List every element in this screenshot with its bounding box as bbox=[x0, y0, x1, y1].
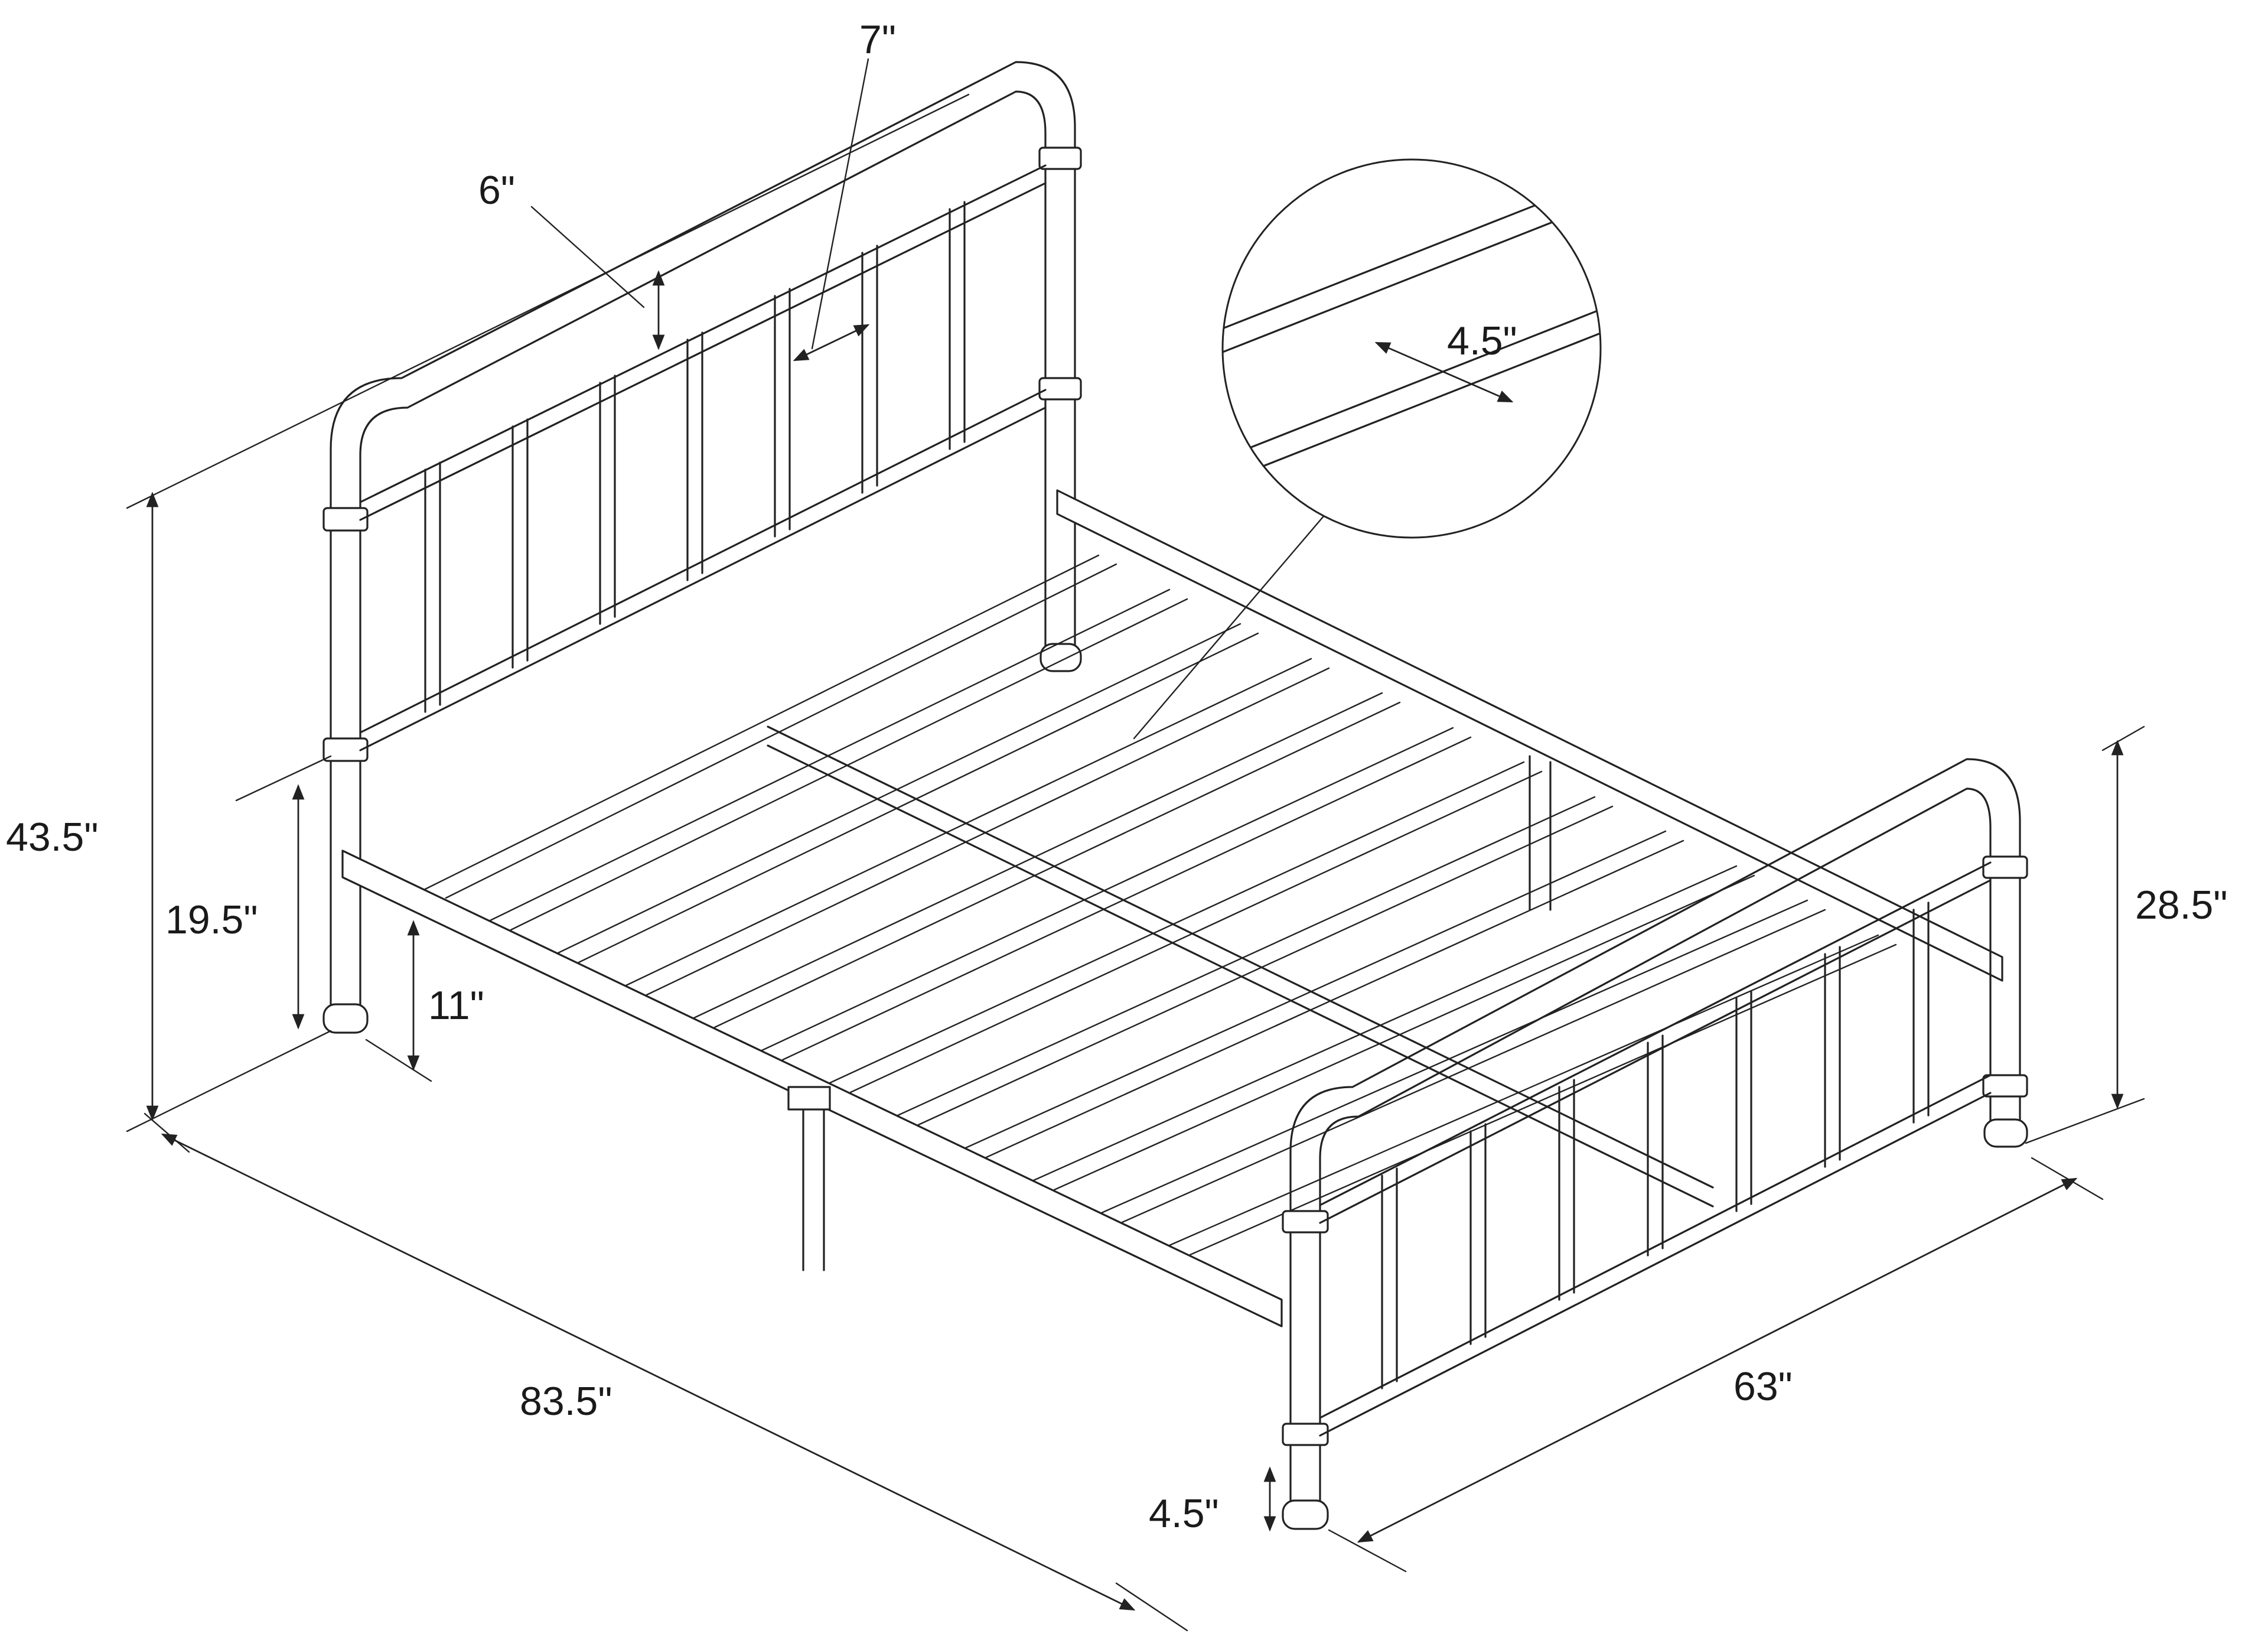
dimension-lines bbox=[126, 58, 2145, 1632]
footboard-spindles bbox=[1381, 902, 1930, 1389]
label-top-rail-gap: 6" bbox=[478, 168, 515, 213]
foot-right-foot bbox=[1983, 1118, 2028, 1148]
dimension-labels: 43.5" 19.5" 11" 6" 7" 4.5" 28.5" 83.5" 6… bbox=[6, 17, 2228, 1536]
dim-63-line bbox=[1357, 1177, 2078, 1543]
label-underbed-clearance: 19.5" bbox=[165, 897, 258, 942]
label-headboard-height: 43.5" bbox=[6, 815, 99, 860]
side-rails bbox=[341, 489, 2003, 1327]
headboard bbox=[322, 61, 1082, 1034]
headboard-spindles bbox=[424, 201, 966, 713]
label-leg-height: 11" bbox=[428, 983, 484, 1028]
label-width: 63" bbox=[1733, 1364, 1793, 1409]
label-spindle-spacing: 7" bbox=[859, 17, 896, 62]
head-right-foot bbox=[1040, 643, 1082, 672]
label-foot-leg-height: 4.5" bbox=[1149, 1491, 1219, 1536]
dim-7-line bbox=[793, 324, 870, 362]
slats bbox=[424, 554, 1897, 1256]
head-left-foot bbox=[322, 1003, 369, 1034]
footboard bbox=[1282, 758, 2028, 1530]
label-footboard-height: 28.5" bbox=[2135, 883, 2228, 927]
label-length: 83.5" bbox=[520, 1379, 612, 1424]
dim-83-5-line bbox=[161, 1133, 1136, 1611]
center-bracket-front bbox=[787, 1086, 831, 1111]
back-side-rail bbox=[1056, 489, 2003, 982]
foot-left-foot bbox=[1282, 1499, 1329, 1530]
label-slat-spacing: 4.5" bbox=[1447, 318, 1517, 363]
